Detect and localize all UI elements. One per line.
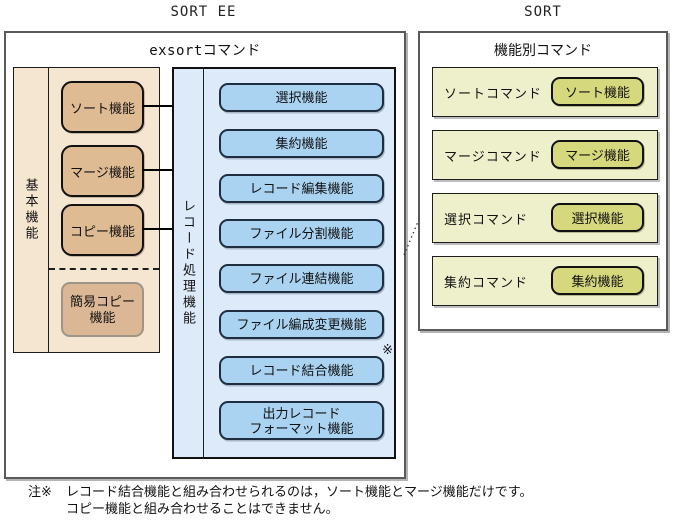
footnote-lines: レコード結合機能と組み合わせられるのは，ソート機能とマージ機能だけです。 コピー… xyxy=(66,483,532,517)
record-edit-function-node: レコード編集機能 xyxy=(219,174,384,203)
sort-command-row: ソートコマンド ソート機能 xyxy=(432,67,658,117)
simple-copy-function-node: 簡易コピー 機能 xyxy=(61,282,144,337)
select-function-node: 選択機能 xyxy=(219,83,384,112)
footnote-marker: 注※ xyxy=(28,484,52,499)
record-processing-panel: レコード処理機能 選択機能 集約機能 レコード編集機能 ファイル分割機能 ファイ… xyxy=(172,67,396,459)
aggregate-command-label: 集約コマンド xyxy=(444,274,529,290)
copy-function-node: コピー機能 xyxy=(61,204,144,256)
merge-command-row: マージコマンド マージ機能 xyxy=(432,130,658,180)
function-commands-box-title: 機能別コマンド xyxy=(494,42,592,58)
file-reorg-function-node: ファイル編成変更機能 xyxy=(219,310,384,339)
left-system-label: SORT EE xyxy=(170,4,237,20)
sort-function-node: ソート機能 xyxy=(61,81,144,133)
record-processing-strip: レコード処理機能 xyxy=(174,69,204,457)
output-record-format-function-node: 出力レコード フォーマット機能 xyxy=(219,401,384,440)
connector-merge-to-record xyxy=(143,169,173,171)
file-split-function-node: ファイル分割機能 xyxy=(219,219,384,248)
basic-functions-panel: 基本機能 ソート機能 マージ機能 コピー機能 簡易コピー 機能 xyxy=(13,67,160,353)
footnote-line-1: レコード結合機能と組み合わせられるのは，ソート機能とマージ機能だけです。 xyxy=(66,484,533,499)
basic-functions-strip: 基本機能 xyxy=(14,68,49,352)
sort-function-badge: ソート機能 xyxy=(551,77,644,106)
select-function-badge: 選択機能 xyxy=(551,203,644,232)
merge-function-badge: マージ機能 xyxy=(551,140,644,169)
aggregate-function-node: 集約機能 xyxy=(219,129,384,158)
footnote-reference-mark: ※ xyxy=(382,342,393,357)
sort-command-label: ソートコマンド xyxy=(444,85,543,101)
basic-functions-strip-label: 基本機能 xyxy=(23,178,39,242)
select-command-row: 選択コマンド 選択機能 xyxy=(432,193,658,243)
aggregate-function-badge: 集約機能 xyxy=(551,266,644,295)
record-join-function-node: レコード結合機能 xyxy=(219,356,384,385)
record-processing-strip-label: レコード処理機能 xyxy=(181,199,196,327)
footnote: 注※ レコード結合機能と組み合わせられるのは，ソート機能とマージ機能だけです。 … xyxy=(28,483,532,517)
exsort-box-title: exsortコマンド xyxy=(149,43,261,59)
right-system-label: SORT xyxy=(524,4,562,20)
basic-panel-dashed-divider xyxy=(49,268,159,270)
footnote-line-2: コピー機能と組み合わせることはできません。 xyxy=(66,501,339,516)
connector-sort-to-record xyxy=(143,105,173,107)
select-command-label: 選択コマンド xyxy=(444,211,529,227)
function-commands-box: 機能別コマンド ソートコマンド ソート機能 マージコマンド マージ機能 選択コマ… xyxy=(418,31,668,331)
aggregate-command-row: 集約コマンド 集約機能 xyxy=(432,256,658,306)
merge-command-label: マージコマンド xyxy=(444,148,542,164)
exsort-command-box: exsortコマンド 基本機能 ソート機能 マージ機能 コピー機能 簡易コピー … xyxy=(4,31,406,479)
file-concat-function-node: ファイル連結機能 xyxy=(219,264,384,293)
connector-copy-to-record xyxy=(143,228,173,230)
merge-function-node: マージ機能 xyxy=(61,145,144,197)
